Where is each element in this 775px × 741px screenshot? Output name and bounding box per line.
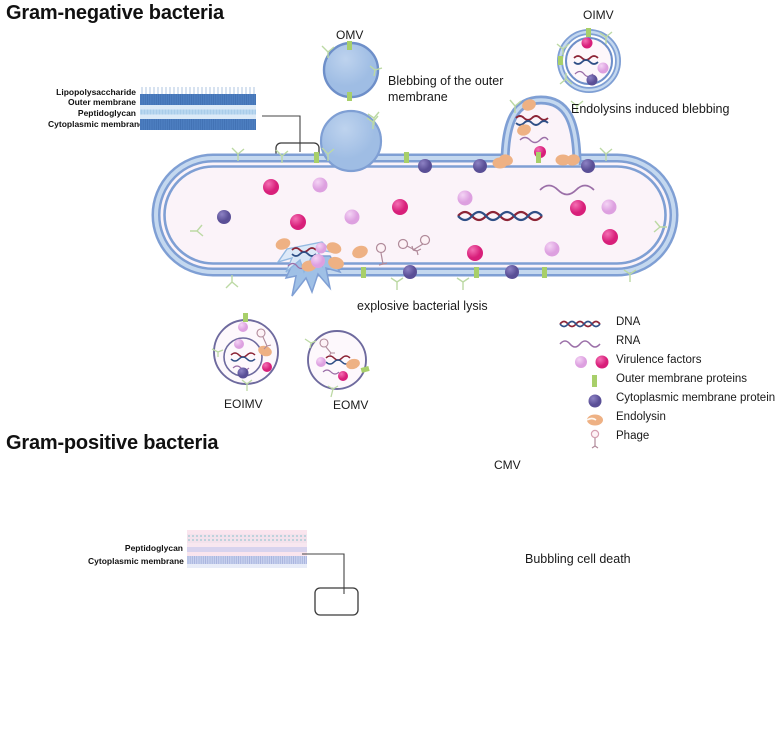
eomv-vesicle	[304, 330, 370, 398]
endolysin-blob	[492, 157, 508, 169]
omp-bar	[536, 152, 541, 163]
rna-strand	[539, 184, 595, 196]
legend-label-dna: DNA	[616, 316, 641, 328]
panel-label-cytoplasmic-membrane: Cytoplasmic membrane	[48, 119, 144, 129]
released-vesicles-group	[211, 313, 370, 398]
omp-bar	[314, 152, 319, 163]
gram-negative-panel-leader-line	[262, 115, 301, 152]
virulence-dot-light	[544, 241, 560, 257]
cmp-dot	[418, 159, 432, 173]
label-oimv: OIMV	[583, 8, 614, 22]
gram-negative-layer-stack-graphic	[140, 87, 256, 130]
gram-positive-panel-leader-line	[302, 553, 345, 594]
gram-positive-layer-stack-graphic	[187, 530, 307, 568]
eoimv-vesicle	[211, 313, 279, 391]
omp-bar	[542, 267, 547, 278]
gram-negative-section-title: Gram-negative bacteria	[6, 2, 224, 24]
virulence-dot-light	[457, 190, 473, 206]
label-blebbing-of-outer-membrane: Blebbing of the outer membrane	[388, 74, 504, 104]
omp-bar	[586, 28, 591, 37]
legend-label-cytoplasmic-membrane-proteins: Cytoplasmic membrane proteins	[616, 392, 775, 404]
legend-label-endolysin: Endolysin	[616, 411, 666, 423]
endolysin-blob	[328, 256, 344, 270]
endolysin-blob	[555, 154, 571, 166]
phage-icon	[590, 429, 600, 449]
omp-bar	[404, 152, 409, 163]
rna-strand-icon	[559, 340, 601, 348]
bleb-receptor-icons	[509, 99, 613, 161]
outer-membrane-bleb-bud	[319, 109, 383, 173]
omv-receptor-icons	[321, 45, 383, 125]
legend-label-virulence-factors: Virulence factors	[616, 354, 702, 366]
bleb-receptor-icon	[366, 115, 379, 129]
cmp-dot-icon	[588, 394, 602, 408]
dna-helix-icon	[559, 320, 601, 328]
cmp-dot	[473, 159, 487, 173]
phage-icon	[375, 242, 388, 266]
panel-label-gp-cytoplasmic-membrane: Cytoplasmic membrane	[88, 556, 184, 566]
label-endolysins-induced-blebbing: Endolysins induced blebbing	[571, 102, 730, 116]
oimv-receptor-icons	[556, 31, 613, 85]
receptor-icons	[190, 147, 667, 290]
bleb-contents	[515, 115, 549, 158]
virulence-dot	[392, 199, 408, 215]
dna-helix	[457, 210, 543, 222]
panel-label-lipopolysaccharide: Lipopolysaccharide	[56, 87, 136, 97]
legend-label-phage: Phage	[616, 430, 650, 442]
omp-bar	[474, 267, 479, 278]
gram-negative-membrane-panel: Lipopolysaccharide Outer membrane Peptid…	[48, 86, 263, 138]
legend-label-outer-membrane-proteins: Outer membrane proteins	[616, 373, 748, 385]
gram-negative-cytoplasm-contents	[263, 177, 618, 270]
omp-bar	[361, 267, 366, 278]
virulence-dot-light	[344, 209, 360, 225]
virulence-dot-light	[601, 199, 617, 215]
gram-positive-callout-box	[314, 587, 359, 616]
virulence-dot	[263, 179, 279, 195]
omv-vesicle	[321, 41, 383, 125]
label-explosive-bacterial-lysis: explosive bacterial lysis	[357, 299, 488, 313]
endolysin-blob	[352, 245, 368, 259]
virulence-dot-light	[312, 177, 328, 193]
legend-label-rna: RNA	[616, 335, 641, 347]
cmp-dot	[217, 210, 231, 224]
gram-negative-surface-proteins	[190, 147, 667, 290]
endolysin-blob	[566, 154, 580, 166]
panel-label-outer-membrane: Outer membrane	[67, 97, 136, 107]
omp-bar-icon	[592, 375, 597, 387]
virulence-dot	[570, 200, 586, 216]
cmp-dot	[505, 265, 519, 279]
endolysin-blob	[522, 99, 536, 111]
label-omv: OMV	[336, 28, 364, 42]
gram-positive-section-title: Gram-positive bacteria	[6, 432, 219, 454]
label-eoimv: EOIMV	[224, 397, 263, 411]
label-bubbling-cell-death: Bubbling cell death	[525, 552, 631, 566]
gram-negative-cell-diagram	[151, 28, 679, 297]
phage-icon	[411, 234, 431, 252]
virulence-dot	[602, 229, 618, 245]
virulence-dots-icon	[575, 355, 609, 369]
virulence-dot	[290, 214, 306, 230]
endolysin-blob-icon	[586, 414, 603, 426]
gram-negative-cell-body	[151, 153, 679, 277]
omp-bar	[558, 56, 563, 65]
virulence-dot	[467, 245, 483, 261]
explosive-lysis-burst	[275, 238, 342, 297]
panel-label-gp-peptidoglycan: Peptidoglycan	[124, 543, 183, 553]
panel-label-peptidoglycan: Peptidoglycan	[77, 108, 136, 118]
label-eomv: EOMV	[333, 398, 369, 412]
gram-positive-membrane-panel: Peptidoglycan Cytoplasmic membrane	[88, 530, 308, 575]
cmp-dot	[581, 159, 595, 173]
cmp-dot	[403, 265, 417, 279]
oimv-vesicle	[556, 28, 621, 93]
omv-surface-proteins	[347, 41, 352, 101]
virulence-dot-light	[311, 254, 325, 268]
gram-positive-cell-diagram	[0, 440, 775, 741]
label-cmv: CMV	[494, 458, 521, 472]
